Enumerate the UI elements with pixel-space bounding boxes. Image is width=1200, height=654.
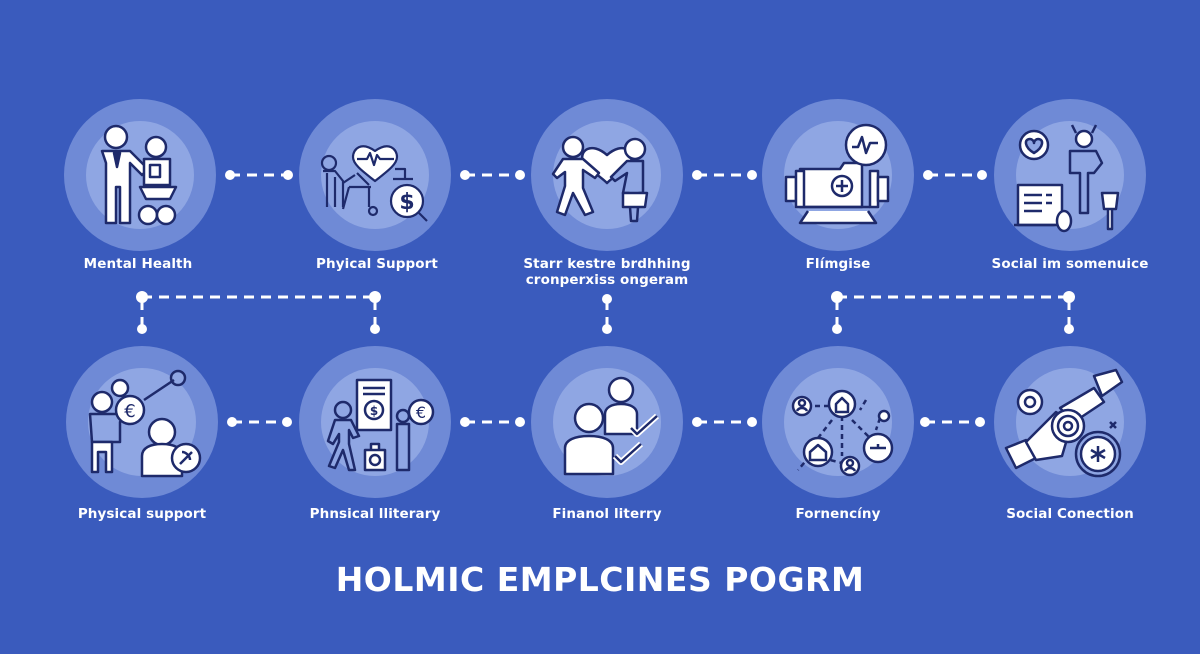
people-euro-support-icon: €: [88, 369, 202, 478]
mentor-with-food-basket-icon: [100, 124, 178, 226]
label-mental-health: Mental Health: [83, 256, 193, 272]
svg-text:€: €: [416, 403, 426, 422]
node-mental-health: [64, 99, 216, 251]
node-social-community: [994, 99, 1146, 251]
label-physical-literacy: Phnsical lliterary: [309, 506, 441, 522]
node-physical-support: $: [299, 99, 451, 251]
people-checkmark-icon: [563, 376, 660, 476]
page-title: HOLMIC EMPLCINES POGRM: [335, 560, 865, 599]
node-financial-literacy: [531, 346, 683, 498]
svg-text:$: $: [370, 404, 378, 418]
label-social-connection: Social Conection: [1006, 506, 1134, 522]
couple-with-heart-icon: [551, 135, 649, 223]
heart-walker-dollar-icon: $: [320, 145, 428, 222]
node-physical-literacy: $ €: [299, 346, 451, 498]
node-couple-support: [531, 99, 683, 251]
fitness-medical-kit-icon: [784, 123, 890, 225]
node-networking: [762, 346, 914, 498]
svg-text:€: €: [124, 401, 135, 422]
node-fitness: [762, 99, 914, 251]
network-nodes-icon: [791, 389, 894, 477]
finance-document-icon: $ €: [326, 378, 435, 472]
label-physical-support-2: Physical support: [77, 506, 207, 522]
label-social-community: Social im somenuice: [991, 256, 1149, 272]
label-couple-support: Starr kestre brdhhing cronperxiss ongera…: [523, 256, 691, 288]
handshake-connection-icon: [1004, 368, 1124, 478]
label-networking: Fornencíny: [795, 506, 881, 522]
svg-text:$: $: [399, 190, 414, 215]
node-social-connection: [994, 346, 1146, 498]
label-financial-literacy: Finanol literry: [552, 506, 662, 522]
label-fitness: Flímgise: [805, 256, 871, 272]
label-physical-support: Phyical Support: [316, 256, 438, 272]
social-community-icon: [1014, 124, 1120, 233]
node-physical-support-2: €: [66, 346, 218, 498]
